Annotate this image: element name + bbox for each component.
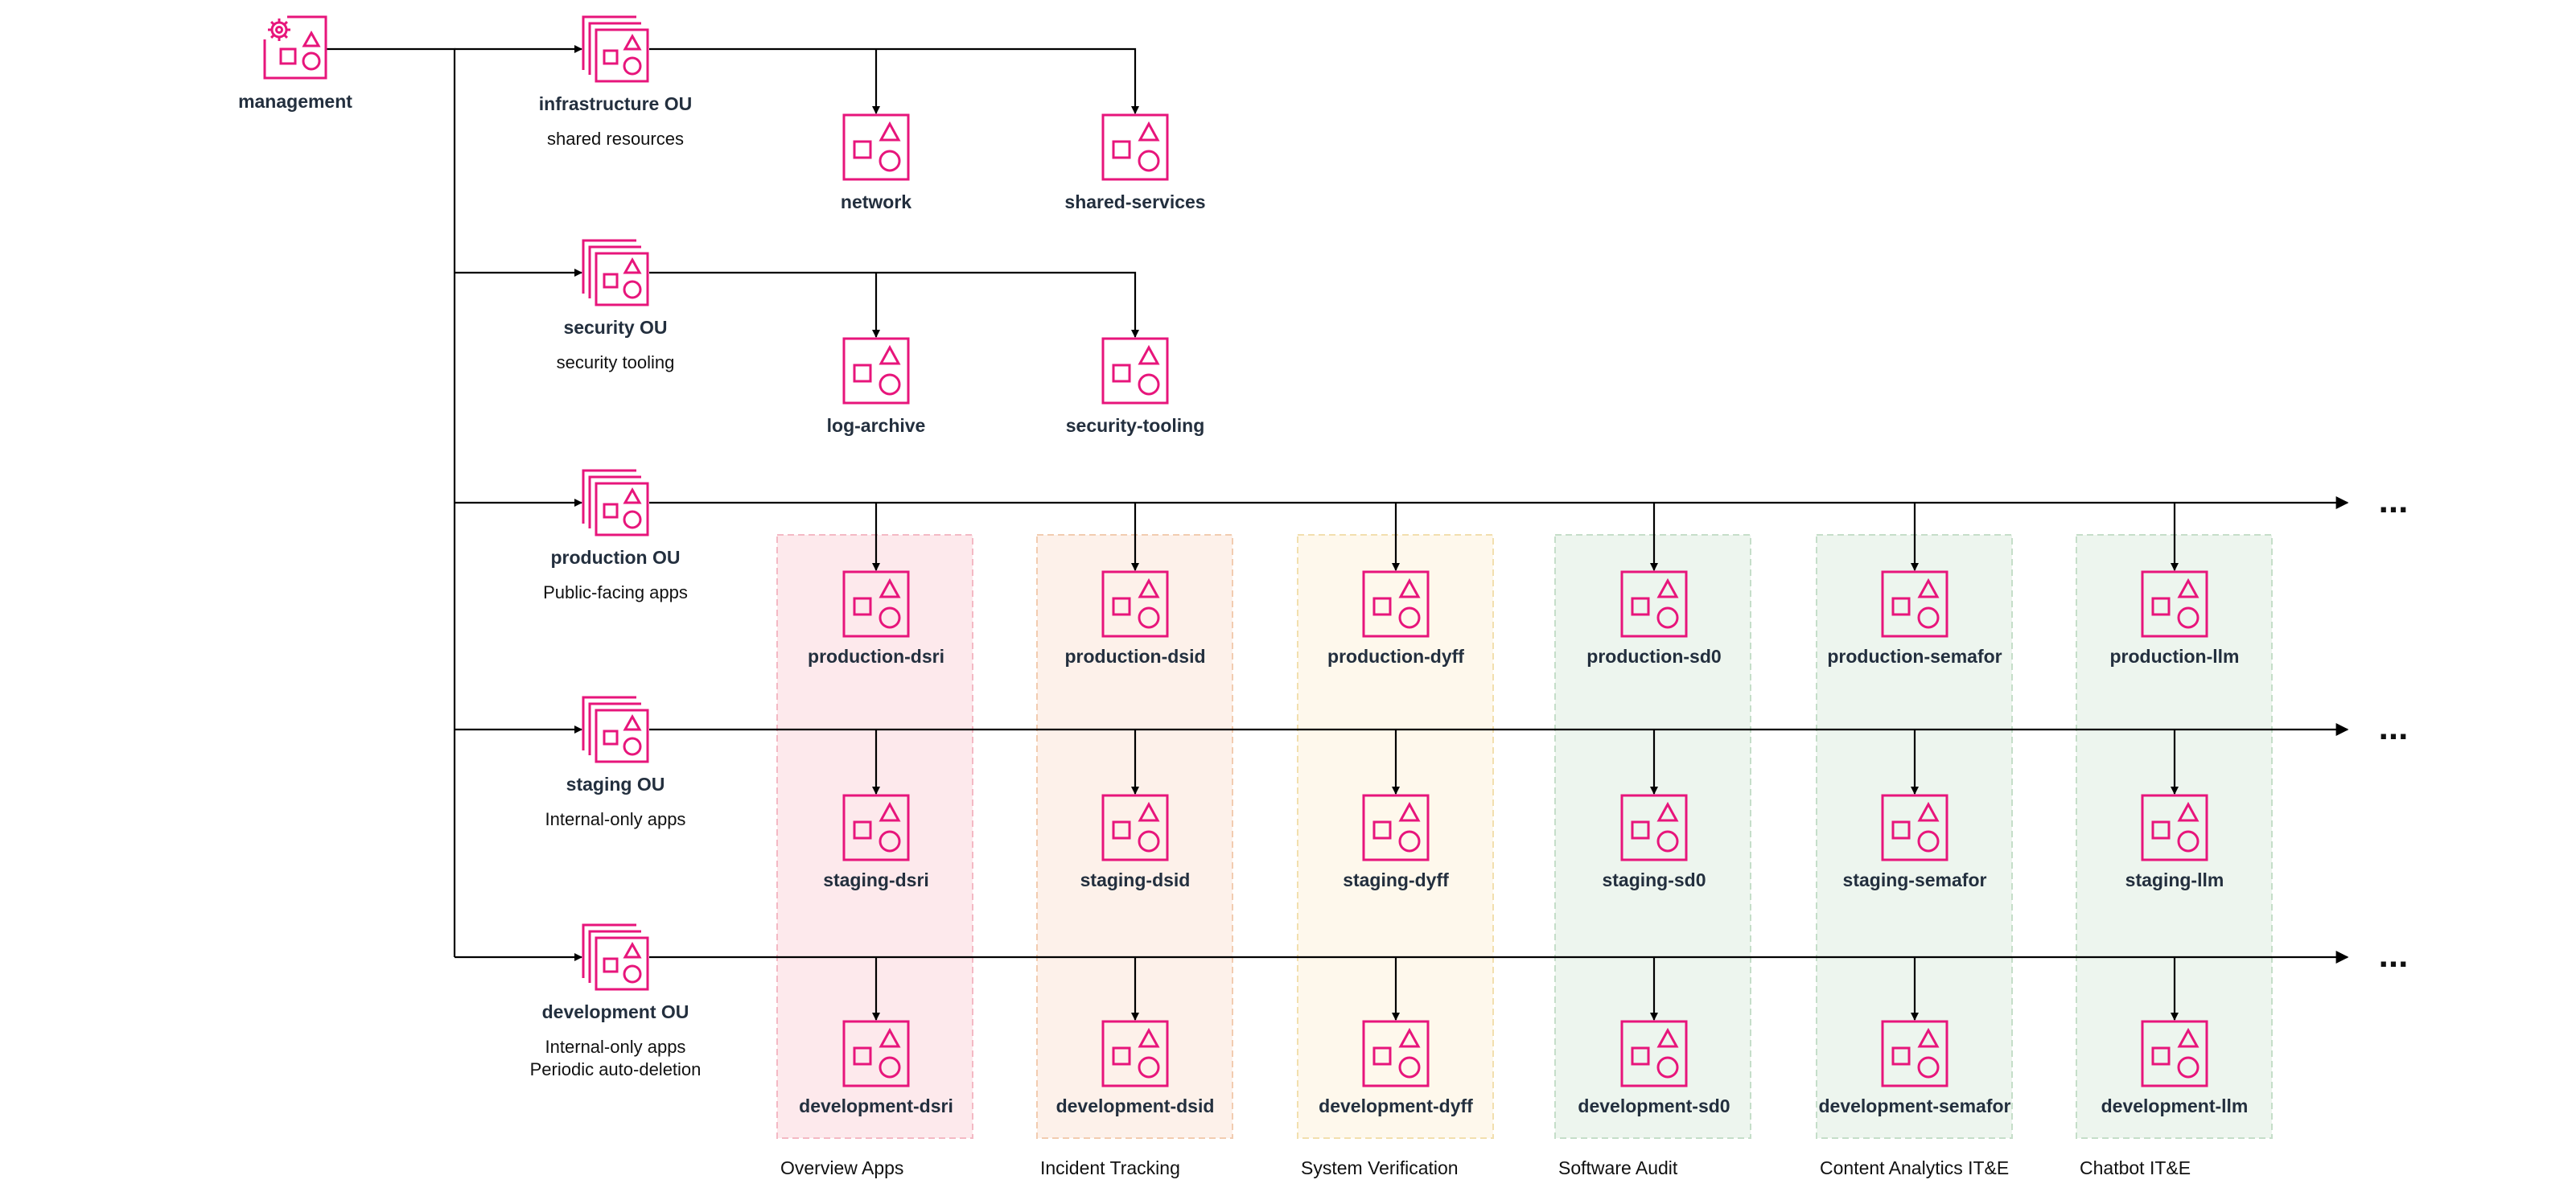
- project-caption: Software Audit: [1558, 1157, 1678, 1178]
- more-ellipsis: ...: [2379, 481, 2409, 520]
- project-caption: Overview Apps: [780, 1157, 903, 1178]
- account-label: development-dyff: [1319, 1095, 1473, 1116]
- account-icon: [1620, 794, 1688, 861]
- management-label: management: [238, 91, 352, 112]
- account-label: production-llm: [2110, 646, 2240, 667]
- project-band: [1297, 534, 1494, 1139]
- account-label: production-dyff: [1327, 646, 1464, 667]
- ou-description: shared resources: [547, 129, 684, 149]
- account-label: production-dsid: [1064, 646, 1205, 667]
- account-icon: [1881, 570, 1948, 638]
- account-icon: [2141, 794, 2208, 861]
- ou-description: Internal-only apps: [545, 1037, 686, 1057]
- account-icon: [1101, 570, 1169, 638]
- account-label: development-dsri: [799, 1095, 953, 1116]
- account-icon: [1101, 1020, 1169, 1087]
- account-label: staging-dsid: [1080, 869, 1191, 890]
- project-caption: Incident Tracking: [1040, 1157, 1180, 1178]
- account-label: development-sd0: [1578, 1095, 1730, 1116]
- ou-icon: [582, 239, 649, 306]
- project-band: [2076, 534, 2273, 1139]
- account-icon: [1101, 337, 1169, 405]
- ou-icon: [582, 923, 649, 991]
- account-icon: [842, 1020, 910, 1087]
- account-icon: [2141, 1020, 2208, 1087]
- ou-description: Internal-only apps: [545, 809, 686, 829]
- ou-label: development OU: [542, 1001, 689, 1022]
- trunk-line: [327, 47, 456, 957]
- ou-description: Periodic auto-deletion: [530, 1059, 702, 1079]
- account-label: shared-services: [1064, 191, 1205, 212]
- account-icon: [1620, 570, 1688, 638]
- account-icon: [1881, 1020, 1948, 1087]
- ou-label: security OU: [563, 317, 667, 338]
- nodes: management infrastructure OU shared resour…: [238, 15, 2409, 1116]
- account-label: security-tooling: [1066, 415, 1205, 436]
- account-icon: [1881, 794, 1948, 861]
- project-band: [776, 534, 973, 1139]
- account-icon: [1101, 794, 1169, 861]
- ou-connector: [649, 47, 1139, 114]
- account-label: staging-dsri: [823, 869, 929, 890]
- ou-connector: [649, 271, 1139, 338]
- account-icon: [1362, 570, 1430, 638]
- account-label: production-dsri: [808, 646, 944, 667]
- project-band: [1816, 534, 2013, 1139]
- account-icon: [842, 113, 910, 181]
- ou-label: production OU: [551, 547, 681, 568]
- account-label: network: [841, 191, 911, 212]
- more-ellipsis: ...: [2379, 708, 2409, 747]
- account-label: staging-dyff: [1343, 869, 1449, 890]
- management-account-icon: [263, 15, 327, 80]
- account-label: log-archive: [827, 415, 926, 436]
- project-bands: Overview Apps Incident Tracking System Ver…: [776, 534, 2273, 1178]
- account-label: staging-llm: [2125, 869, 2224, 890]
- account-icon: [842, 337, 910, 405]
- project-caption: System Verification: [1301, 1157, 1459, 1178]
- connector-lines: [327, 45, 2349, 1021]
- account-label: development-dsid: [1056, 1095, 1215, 1116]
- project-band: [1036, 534, 1233, 1139]
- account-icon: [1362, 1020, 1430, 1087]
- ou-label: staging OU: [566, 774, 665, 795]
- ou-description: security tooling: [557, 352, 675, 372]
- account-icon: [1362, 794, 1430, 861]
- ou-label: infrastructure OU: [539, 93, 692, 114]
- more-ellipsis: ...: [2379, 935, 2409, 975]
- account-icon: [842, 794, 910, 861]
- account-icon: [842, 570, 910, 638]
- account-label: development-llm: [2101, 1095, 2249, 1116]
- account-icon: [1620, 1020, 1688, 1087]
- account-label: staging-semafor: [1843, 869, 1987, 890]
- project-caption: Content Analytics IT&E: [1820, 1157, 2009, 1178]
- account-label: production-sd0: [1586, 646, 1721, 667]
- ou-icon: [582, 15, 649, 83]
- project-band: [1554, 534, 1751, 1139]
- ou-icon: [582, 696, 649, 763]
- project-caption: Chatbot IT&E: [2080, 1157, 2191, 1178]
- account-label: development-semafor: [1818, 1095, 2010, 1116]
- account-icon: [1101, 113, 1169, 181]
- account-icon: [2141, 570, 2208, 638]
- ou-description: Public-facing apps: [543, 582, 688, 602]
- ou-icon: [582, 469, 649, 536]
- account-label: production-semafor: [1827, 646, 2002, 667]
- account-label: staging-sd0: [1602, 869, 1706, 890]
